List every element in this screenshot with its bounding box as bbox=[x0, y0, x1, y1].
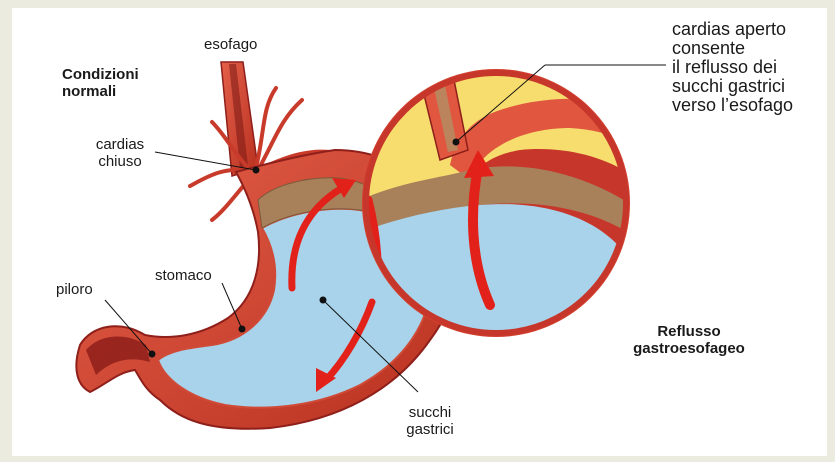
label-stomaco: stomaco bbox=[155, 267, 212, 284]
label-cardias-aperto: cardias aperto consente il reflusso dei … bbox=[672, 20, 793, 115]
leader-dot-succhi bbox=[320, 297, 326, 303]
label-cardias-chiuso-line-1: cardias bbox=[84, 136, 156, 153]
leader-dot-piloro bbox=[149, 351, 155, 357]
label-cardias-chiuso-line-2: chiuso bbox=[84, 153, 156, 170]
label-cardias-chiuso: cardias chiuso bbox=[84, 136, 156, 170]
label-succhi-line-2: gastrici bbox=[395, 421, 465, 438]
leader-dot-cardias-chiuso bbox=[253, 167, 259, 173]
label-reflusso-gastroesofageo: Reflusso gastroesofageo bbox=[614, 323, 764, 357]
label-condizioni-line-2: normali bbox=[62, 83, 139, 100]
label-cardias-aperto-line-1: cardias aperto bbox=[672, 20, 793, 39]
label-cardias-aperto-line-2: consente bbox=[672, 39, 793, 58]
label-piloro: piloro bbox=[56, 281, 93, 298]
label-condizioni-line-1: Condizioni bbox=[62, 66, 139, 83]
label-cardias-aperto-line-5: verso l’esofago bbox=[672, 96, 793, 115]
label-cardias-aperto-line-3: il reflusso dei bbox=[672, 58, 793, 77]
label-reflusso-line-2: gastroesofageo bbox=[614, 340, 764, 357]
label-succhi-gastrici: succhi gastrici bbox=[395, 404, 465, 438]
label-esofago: esofago bbox=[204, 36, 257, 53]
label-condizioni-normali: Condizioni normali bbox=[62, 66, 139, 100]
leader-dot-stomaco bbox=[239, 326, 245, 332]
leader-dot-cardias-aperto bbox=[453, 139, 459, 145]
label-cardias-aperto-line-4: succhi gastrici bbox=[672, 77, 793, 96]
label-succhi-line-1: succhi bbox=[395, 404, 465, 421]
label-reflusso-line-1: Reflusso bbox=[614, 323, 764, 340]
